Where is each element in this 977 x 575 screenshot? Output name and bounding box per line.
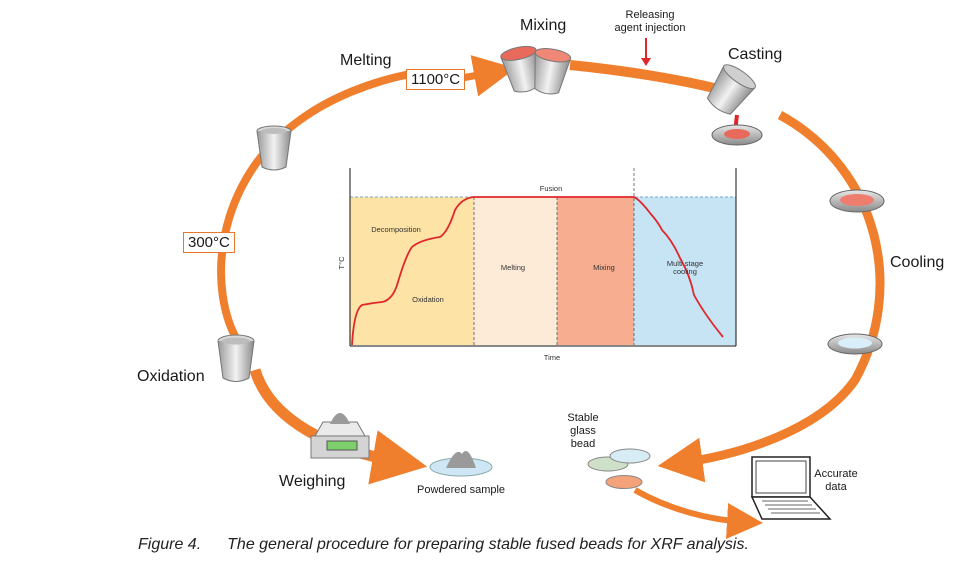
- powdered-sample-label: Powdered sample: [417, 484, 506, 496]
- graph-label-fusion: Fusion: [540, 184, 563, 193]
- caption-text: The general procedure for preparing stab…: [227, 536, 749, 553]
- stable-line-1: Stable: [567, 412, 599, 424]
- stable-line-2: glass: [570, 425, 596, 437]
- accurate-data-note: Accurate data: [808, 468, 864, 494]
- arrow-melting-to-mixing: [461, 55, 516, 97]
- balance-scale-icon: [310, 413, 370, 459]
- releasing-line-2: agent injection: [614, 22, 686, 34]
- graph-label-oxidation: Oxidation: [412, 295, 444, 304]
- graph-xlabel: Time: [544, 353, 560, 362]
- graph-label-cooling-1: Multi stage: [667, 259, 703, 268]
- zone-mixing: [557, 197, 634, 345]
- stable-bead-note: Stable glass bead: [555, 412, 611, 451]
- arrow-casting-to-cooling: [657, 111, 885, 483]
- mixing-crucibles-icon: [500, 45, 572, 95]
- accurate-line-1: Accurate: [814, 468, 858, 480]
- mould-dish-icon: [711, 124, 763, 146]
- graph-ylabel: T°C: [337, 256, 346, 270]
- step-casting: Casting: [728, 46, 783, 63]
- figure-caption: Figure 4. The general procedure for prepa…: [138, 536, 749, 554]
- zone-cooling: [634, 197, 736, 345]
- graph-label-cooling-2: cooling: [673, 267, 697, 276]
- mould-dish-icon: [827, 333, 883, 355]
- temp-1100: 1100°C: [406, 69, 466, 90]
- arrow-weighing-to-sample: [249, 368, 428, 485]
- caption-label: Figure 4.: [138, 536, 202, 553]
- step-weighing: Weighing: [279, 473, 346, 490]
- graph-label-melting: Melting: [501, 263, 525, 272]
- graph-label-decomposition: Decomposition: [371, 225, 421, 234]
- glass-beads-icon: [587, 448, 651, 489]
- zone-decomposition: [350, 197, 474, 345]
- fusion-graph: Fusion Decomposition Oxidation Melting M…: [337, 168, 737, 362]
- step-mixing: Mixing: [520, 17, 567, 34]
- laptop-icon: [750, 456, 832, 520]
- mould-dish-icon: [829, 189, 885, 213]
- step-oxidation: Oxidation: [137, 368, 205, 385]
- injection-arrow: [641, 38, 651, 66]
- powdered-sample-icon: [429, 451, 493, 477]
- temperature-curve: [351, 196, 724, 346]
- accurate-line-2: data: [825, 481, 847, 493]
- crucible-icon: [217, 334, 255, 382]
- graph-label-mixing: Mixing: [593, 263, 615, 272]
- step-melting: Melting: [340, 52, 392, 69]
- step-cooling: Cooling: [890, 254, 945, 271]
- arrow-bead-to-data: [633, 487, 763, 539]
- crucible-icon: [256, 125, 292, 171]
- temp-300: 300°C: [183, 232, 235, 253]
- releasing-agent-note: Releasing agent injection: [610, 9, 690, 35]
- zone-melting: [474, 197, 557, 345]
- releasing-line-1: Releasing: [625, 9, 675, 21]
- stable-line-3: bead: [570, 438, 596, 450]
